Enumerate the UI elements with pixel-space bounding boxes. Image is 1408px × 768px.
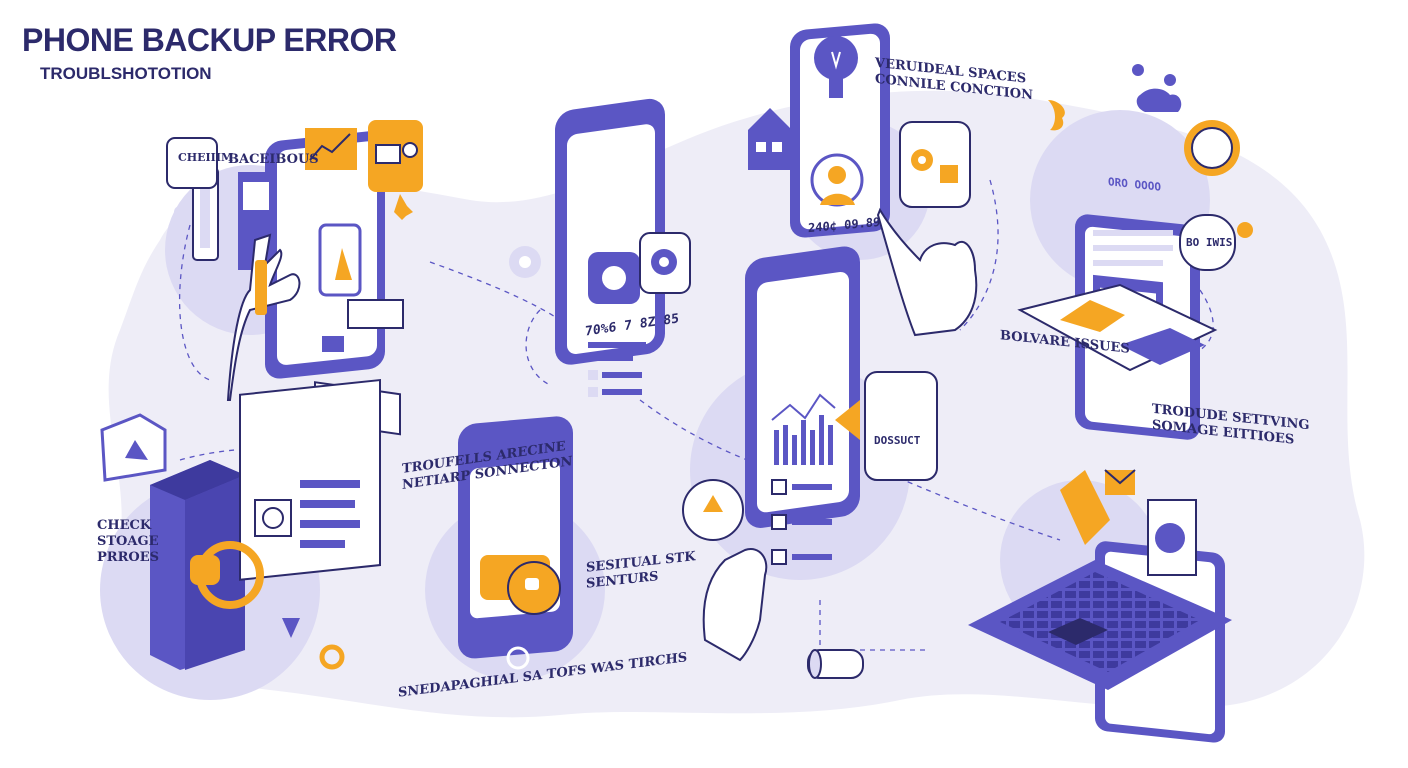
laptop-illustration [968,469,1232,743]
phone-5-illustration [458,416,573,670]
phone-3-illustration [748,23,978,337]
page-subtitle: TROUBLSHOTOTION [40,64,212,83]
label-baceibous: BACEIBOUS [228,152,319,167]
label-check-line-1: CHECK [97,518,152,533]
tablet-illustration [1017,64,1253,440]
label-check-line-2: STOAGE [97,534,159,549]
storage-illustration [100,378,381,670]
bubble-dessuct-text: DOSSUCT [874,434,921,447]
bubble-bo-text: BO IWIS [1186,236,1233,249]
label-check-line-3: PRROES [97,550,160,565]
phone-1-illustration [166,120,423,436]
phone-6-illustration [682,246,938,679]
label-check-storage: CHECK STOAGE PRROES [97,518,159,566]
phone-2-illustration [509,98,691,397]
label-cheiiim: CHEIIIM [178,151,234,164]
page-title: PHONE BACKUP ERROR [22,22,397,58]
